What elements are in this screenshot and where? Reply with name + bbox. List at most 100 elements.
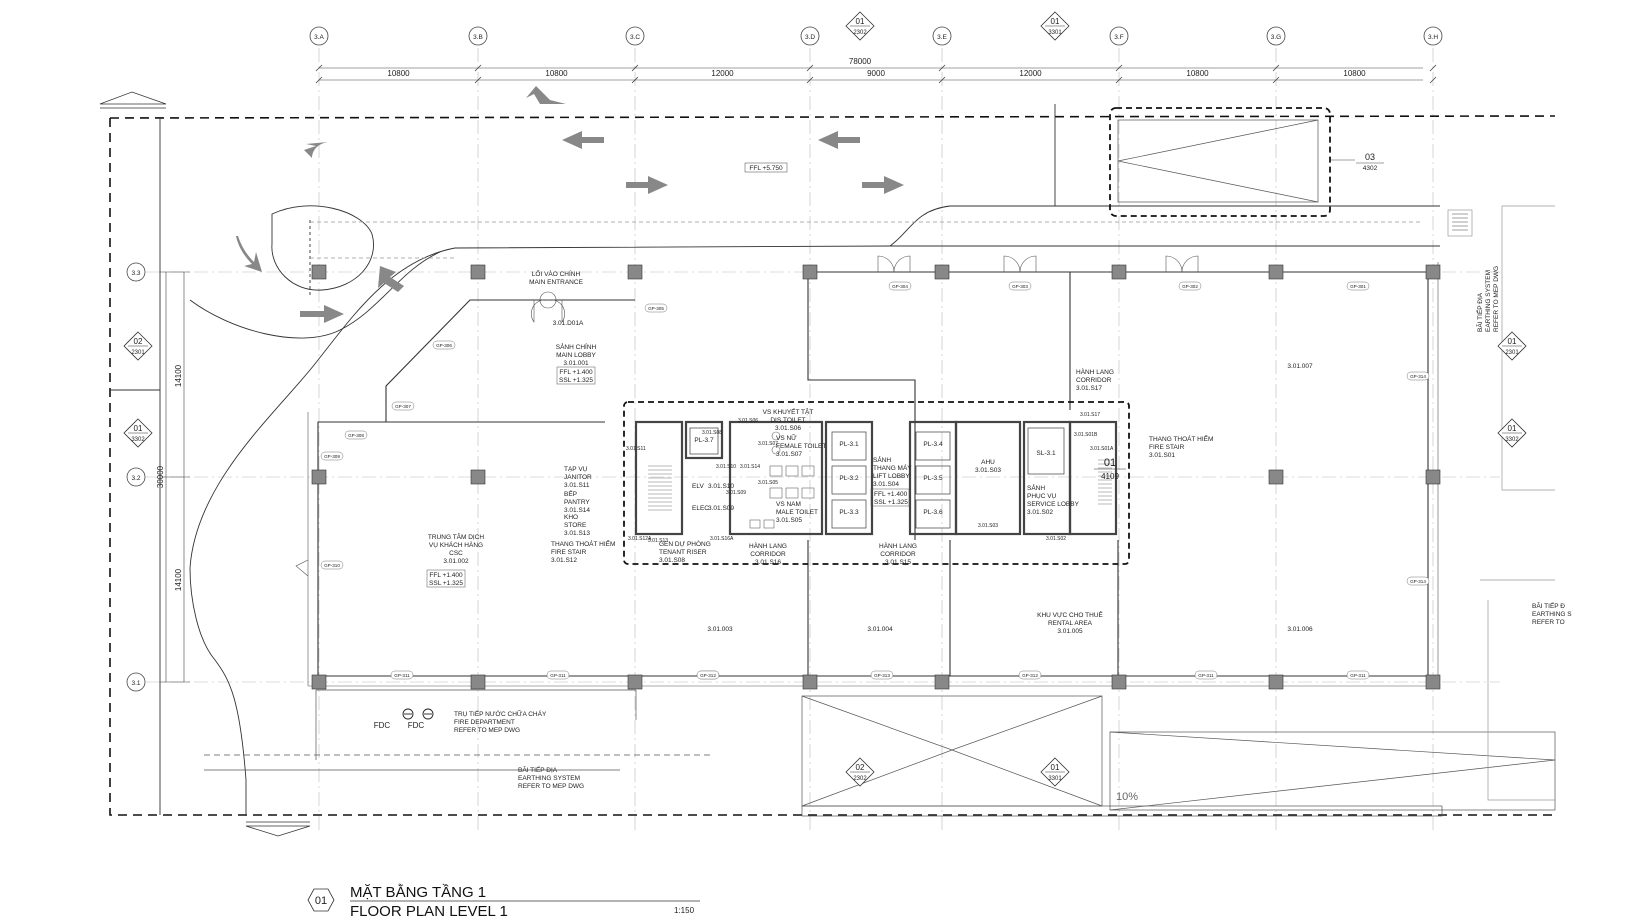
earth-note-right-1: BÃI TIẾP ĐỊA bbox=[1474, 292, 1484, 332]
room-label-corridor-c-0: HÀNH LANG bbox=[879, 541, 917, 550]
core-callout-box bbox=[623, 401, 1130, 565]
svg-text:02: 02 bbox=[856, 763, 865, 772]
door-tag-7: 3.01.S13 bbox=[648, 538, 668, 544]
driveway-inner-edge bbox=[310, 221, 1420, 259]
lift-label-SL-3.1: SL-3.1 bbox=[1036, 450, 1056, 457]
room-label-female-toilet-2: 3.01.S07 bbox=[776, 451, 802, 458]
fdc-note-line2: FIRE DEPARTMENT bbox=[454, 719, 515, 726]
door-tag-10: 3.01.S03 bbox=[978, 523, 998, 529]
main-lobby-ssl: SSL +1.325 bbox=[559, 377, 593, 384]
door-tag-8: 3.01.S16A bbox=[710, 536, 734, 542]
room-label-service-lobby-2: SERVICE LOBBY bbox=[1027, 501, 1080, 508]
svg-text:3.G: 3.G bbox=[1271, 34, 1281, 41]
room-label-store-2: 3.01.S13 bbox=[564, 530, 590, 537]
room-label-fire-stair-e-1: FIRE STAIR bbox=[1149, 444, 1185, 451]
svg-text:3.2: 3.2 bbox=[131, 475, 140, 482]
door-tag-2: 3.01.S07 bbox=[758, 441, 778, 447]
svg-text:3.D: 3.D bbox=[805, 34, 815, 41]
svg-text:GP-307: GP-307 bbox=[395, 404, 411, 409]
svg-text:GP-302: GP-302 bbox=[1182, 284, 1198, 289]
door-tag-5: 3.01.S09 bbox=[726, 490, 746, 496]
dimension-total-top: 78000 bbox=[849, 57, 872, 66]
door-tag-1: 3.01.S06 bbox=[738, 418, 758, 424]
room-label-main-entrance-0: LỐI VÀO CHÍNH bbox=[532, 268, 581, 278]
elec-id: 3.01.S09 bbox=[708, 505, 734, 512]
driveway bbox=[110, 104, 1440, 815]
lift-label-PL-3.3: PL-3.3 bbox=[839, 509, 859, 516]
svg-text:GP-312: GP-312 bbox=[700, 673, 716, 678]
room-label-csc-1: VỤ KHÁCH HÀNG bbox=[429, 540, 483, 549]
room-label-dis-toilet-1: DIS.TOILET bbox=[770, 417, 805, 424]
door-tag-9: 3.01.S12A bbox=[628, 536, 652, 542]
room-label-corridor-c-2: 3.01.S15 bbox=[885, 559, 911, 566]
svg-text:GP-314: GP-314 bbox=[1410, 579, 1426, 584]
svg-text:2301: 2301 bbox=[1505, 350, 1519, 356]
earth-note-right-2: EARTHING SYSTEM bbox=[1485, 270, 1492, 332]
svg-text:3.C: 3.C bbox=[630, 34, 640, 41]
door-tag-main: 3.01.D01A bbox=[553, 320, 584, 327]
room-label-fire-stair-e-0: THANG THOÁT HIỂM bbox=[1149, 434, 1213, 443]
glazing-tag-GP-311: GP-311 bbox=[1346, 670, 1370, 680]
svg-text:01: 01 bbox=[1051, 17, 1060, 26]
room-label-janitor-0: TẠP VỤ bbox=[564, 466, 588, 473]
room-label-rental-area-1: RENTAL AREA bbox=[1048, 620, 1093, 627]
svg-text:01: 01 bbox=[1051, 763, 1060, 772]
driveway-ffl: FFL +5.750 bbox=[749, 165, 783, 172]
room-label-janitor-1: JANITOR bbox=[564, 474, 592, 481]
title-vietnamese: MẶT BẰNG TẦNG 1 bbox=[350, 883, 486, 901]
glazing-tag-GP-303: GP-303 bbox=[1008, 281, 1032, 291]
title-scale: 1:150 bbox=[674, 906, 695, 915]
svg-text:GP-304: GP-304 bbox=[892, 284, 908, 289]
neighbour-site-right bbox=[1447, 205, 1555, 801]
lift-label-PL-3.2: PL-3.2 bbox=[839, 475, 859, 482]
svg-text:GP-308: GP-308 bbox=[348, 433, 364, 438]
room-label-store-1: STORE bbox=[564, 522, 587, 529]
svg-text:01: 01 bbox=[1508, 337, 1517, 346]
glazing-tag-GP-307: GP-307 bbox=[391, 401, 415, 411]
room-label-dis-toilet-0: VS KHUYẾT TẬT bbox=[763, 406, 814, 416]
room-label-male-toilet-0: VS NAM bbox=[776, 501, 801, 508]
csc-ffl: FFL +1.400 bbox=[429, 572, 463, 579]
glazing-tag-GP-311: GP-311 bbox=[546, 670, 570, 680]
svg-text:3301: 3301 bbox=[1048, 776, 1062, 782]
room-label-service-lobby-0: SẢNH bbox=[1027, 483, 1045, 492]
room-label-service-lobby-3: 3.01.S02 bbox=[1027, 509, 1053, 516]
glazing-tag-GP-313: GP-313 bbox=[870, 670, 894, 680]
room-label-corridor-e-1: CORRIDOR bbox=[1076, 377, 1112, 384]
room-label-lift-lobby-1: THANG MÁY bbox=[873, 463, 912, 472]
area-003: 3.01.003 bbox=[707, 626, 733, 633]
core-walls bbox=[634, 420, 1118, 536]
room-label-store-0: KHO bbox=[564, 514, 578, 521]
svg-text:3302: 3302 bbox=[1505, 437, 1519, 443]
svg-text:GP-303: GP-303 bbox=[1012, 284, 1028, 289]
room-label-csc-3: 3.01.002 bbox=[443, 558, 469, 565]
glazing-tag-GP-304: GP-304 bbox=[888, 281, 912, 291]
room-label-tenant-riser-2: 3.01.S08 bbox=[659, 557, 685, 564]
grid-bubble-3.G: 3.G bbox=[1266, 26, 1286, 46]
svg-text:3.3: 3.3 bbox=[131, 270, 140, 277]
site-boundary bbox=[109, 115, 1556, 816]
fdc-label-1: FDC bbox=[374, 721, 391, 730]
earth-note-line1: BÃI TIẾP ĐỊA bbox=[518, 764, 558, 774]
room-label-main-lobby-2: 3.01.001 bbox=[563, 360, 589, 367]
glazing-tag-GP-314: GP-314 bbox=[1406, 371, 1430, 381]
glazing-tag-GP-310: GP-310 bbox=[320, 560, 344, 570]
door-tag-3: 3.01.S08 bbox=[702, 430, 722, 436]
room-label-pantry-0: BẾP bbox=[564, 488, 577, 498]
toilet-fixtures bbox=[749, 431, 815, 529]
area-006: 3.01.006 bbox=[1287, 626, 1313, 633]
room-label-corridor-c-1: CORRIDOR bbox=[880, 551, 916, 558]
svg-text:2301: 2301 bbox=[131, 350, 145, 356]
grid-bubble-3.D: 3.D bbox=[800, 26, 820, 46]
stair-right-edge bbox=[1452, 213, 1468, 231]
room-label-ahu-1: 3.01.S03 bbox=[975, 467, 1001, 474]
grid-bubble-3.C: 3.C bbox=[625, 26, 645, 46]
grid-bubble-3.B: 3.B bbox=[468, 26, 488, 46]
dimension-span-5: 12000 bbox=[1019, 69, 1042, 78]
boundary-marker-top bbox=[99, 91, 167, 109]
glazing-tag-GP-305: GP-305 bbox=[644, 303, 668, 313]
